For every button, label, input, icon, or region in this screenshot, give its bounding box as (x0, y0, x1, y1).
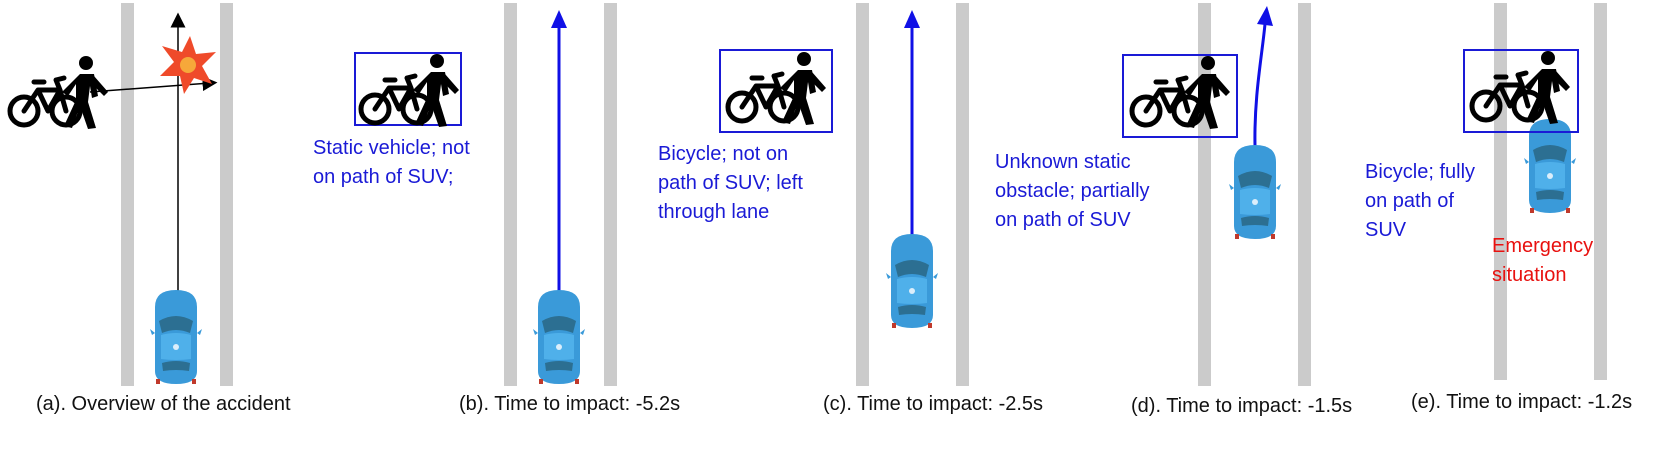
suv-path-arrowhead (904, 10, 920, 28)
annotation-d: Unknown static obstacle; partially on pa… (995, 151, 1155, 231)
road-lane-right (604, 3, 617, 386)
road-lane-right (1594, 3, 1607, 380)
caption-b: (b). Time to impact: -5.2s (459, 393, 680, 415)
caption-e: (e). Time to impact: -1.2s (1411, 391, 1632, 413)
suv-icon (1229, 145, 1281, 239)
caption-a: (a). Overview of the accident (36, 393, 291, 415)
suv-path (1253, 23, 1267, 147)
suv-path-arrowhead (551, 10, 567, 28)
road-lane-right (1298, 3, 1311, 386)
road-lane-right (220, 3, 233, 386)
detection-box (1463, 49, 1579, 133)
detection-box (354, 52, 462, 126)
explosion-icon (160, 36, 216, 94)
emergency-label: Emergency situation (1492, 235, 1599, 286)
panel-e (1463, 3, 1607, 380)
detection-box (1122, 54, 1238, 138)
suv-icon (533, 290, 585, 384)
panel-c (719, 3, 969, 386)
detection-box (719, 49, 833, 133)
annotation-e: Bicycle; fully on path of SUV (1365, 161, 1481, 241)
road-lane-left (121, 3, 134, 386)
panel-b (354, 3, 617, 386)
road-lane-right (956, 3, 969, 386)
suv-icon (886, 234, 938, 328)
suv-icon (150, 290, 202, 384)
suv-path-arrowhead (1257, 6, 1273, 26)
annotation-c: Bicycle; not on path of SUV; left throug… (658, 143, 808, 223)
annotation-b: Static vehicle; not on path of SUV; (313, 137, 475, 188)
road-lane-left (504, 3, 517, 386)
road-lane-left (856, 3, 869, 386)
caption-c: (c). Time to impact: -2.5s (823, 393, 1043, 415)
panel-d (1122, 3, 1311, 386)
road-lane-left (1494, 3, 1507, 380)
caption-d: (d). Time to impact: -1.5s (1131, 395, 1352, 417)
bicycle-trajectory-arrow (89, 76, 218, 93)
panel-a (10, 3, 233, 386)
suv-icon (1524, 119, 1576, 213)
